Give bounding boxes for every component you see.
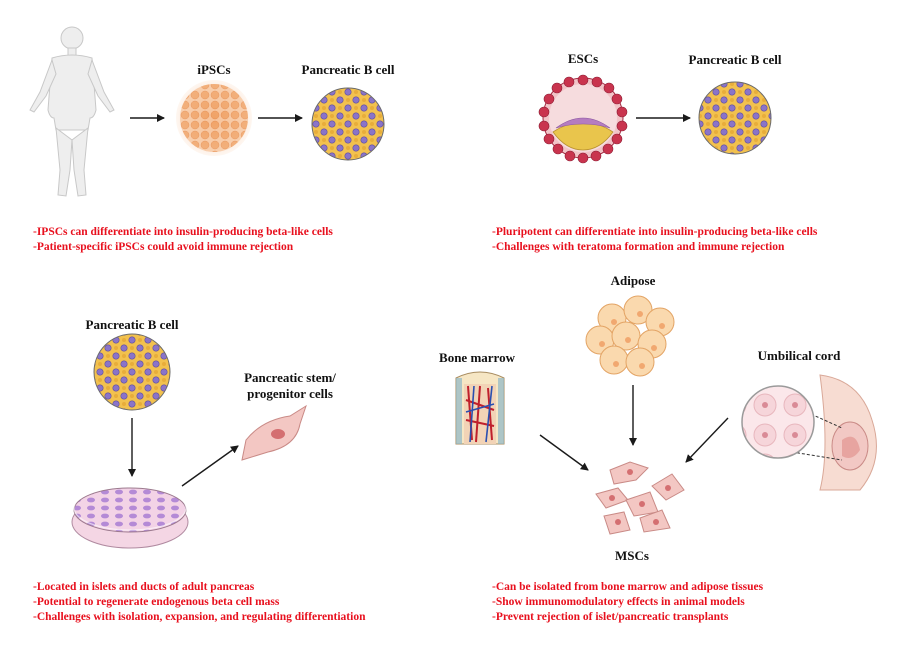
arrow-bone-to-msc <box>539 434 589 471</box>
note-line: -Located in islets and ducts of adult pa… <box>33 581 255 593</box>
note-line: -Prevent rejection of islet/pancreatic t… <box>492 611 729 623</box>
pancreatic-islet-icon-3 <box>93 333 171 411</box>
label-progenitor-line2: progenitor cells <box>247 386 333 401</box>
arrow-cord-to-msc <box>685 417 729 463</box>
label-pancreatic-b-cell-1: Pancreatic B cell <box>301 62 395 77</box>
human-figure-icon <box>29 26 115 197</box>
note-line: -Challenges with isolation, expansion, a… <box>33 611 366 623</box>
label-pancreatic-b-cell-2: Pancreatic B cell <box>688 52 782 67</box>
arrow-dish-to-progenitor <box>181 445 239 487</box>
ipsc-colony-icon <box>176 80 252 156</box>
label-pancreatic-b-cell-3: Pancreatic B cell <box>85 317 179 332</box>
label-escs: ESCs <box>567 51 599 66</box>
notes-msc: -Can be isolated from bone marrow and ad… <box>492 580 763 625</box>
note-line: -IPSCs can differentiate into insulin-pr… <box>33 226 333 238</box>
notes-esc: -Pluripotent can differentiate into insu… <box>492 225 817 255</box>
petri-dish-icon <box>71 485 189 549</box>
label-umbilical-cord: Umbilical cord <box>757 348 841 363</box>
note-line: -Show immunomodulatory effects in animal… <box>492 596 745 608</box>
note-line: -Patient-specific iPSCs could avoid immu… <box>33 241 294 253</box>
bone-marrow-icon <box>455 371 505 445</box>
label-adipose: Adipose <box>610 273 656 288</box>
label-mscs: MSCs <box>615 548 649 563</box>
note-line: -Potential to regenerate endogenous beta… <box>33 596 280 608</box>
note-line: -Can be isolated from bone marrow and ad… <box>492 581 764 593</box>
pancreatic-islet-icon-1 <box>311 87 385 161</box>
notes-ipsc: -IPSCs can differentiate into insulin-pr… <box>33 225 333 255</box>
arrows <box>128 114 729 487</box>
label-bone-marrow: Bone marrow <box>439 350 515 365</box>
label-progenitor-line1: Pancreatic stem/ <box>244 370 336 385</box>
umbilical-cord-icon <box>741 374 877 491</box>
notes-progenitor: -Located in islets and ducts of adult pa… <box>33 580 365 625</box>
adipose-cells-icon <box>585 295 675 377</box>
label-ipscs: iPSCs <box>197 62 231 77</box>
pancreatic-islet-icon-2 <box>698 81 772 155</box>
progenitor-cell-icon <box>241 404 307 461</box>
esc-blastocyst-icon <box>538 74 628 164</box>
note-line: -Challenges with teratoma formation and … <box>492 241 785 253</box>
note-line: -Pluripotent can differentiate into insu… <box>492 226 818 238</box>
